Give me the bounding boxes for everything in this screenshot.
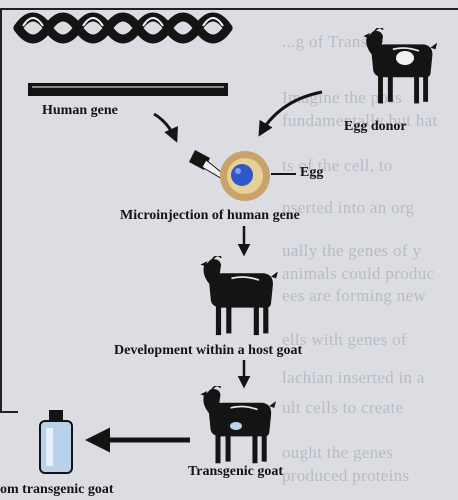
dna-helix-icon (18, 17, 228, 39)
egg-label: Egg (300, 165, 323, 181)
human-gene-label: Human gene (42, 103, 118, 119)
egg-donor-goat-icon (363, 28, 437, 104)
egg-cell-icon (220, 151, 270, 201)
gene-to-pipette-arrow (154, 114, 176, 140)
goat-white-patch (396, 51, 414, 65)
milk-bottle-icon (40, 410, 72, 473)
egg-donor-label: Egg donor (344, 119, 407, 135)
transgenic-goat-label: Transgenic goat (188, 464, 283, 480)
development-label: Development within a host goat (114, 343, 302, 359)
goat-udder-highlight (230, 422, 242, 430)
microinjection-label: Microinjection of human gene (120, 208, 300, 224)
donor-to-egg-arrow (260, 92, 322, 134)
human-gene-bar (28, 83, 228, 96)
from-transgenic-goat-label: om transgenic goat (0, 482, 114, 498)
host-goat-icon (200, 256, 277, 336)
